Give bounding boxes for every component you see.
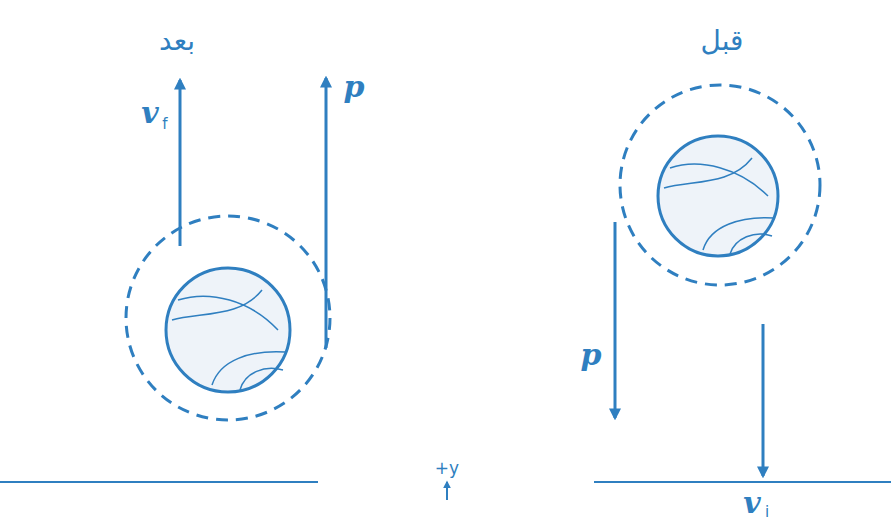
ground-line xyxy=(594,481,891,483)
ball xyxy=(658,136,778,256)
subscript: f xyxy=(162,115,167,133)
axis-label: +y xyxy=(435,458,459,478)
subscript: i xyxy=(765,503,769,521)
ground-line xyxy=(0,481,318,483)
velocity-arrow xyxy=(762,324,765,476)
velocity-symbol: v xyxy=(743,485,760,520)
axis-arrow xyxy=(446,482,448,500)
ball xyxy=(166,268,290,392)
velocity-symbol: v xyxy=(141,95,158,130)
momentum-symbol: p xyxy=(344,69,365,104)
momentum-symbol: p xyxy=(581,337,602,372)
panel-heading: قبل xyxy=(700,24,743,57)
panel-heading: بعد xyxy=(159,24,195,57)
velocity-arrow xyxy=(179,80,182,246)
momentum-arrow xyxy=(614,222,617,418)
momentum-arrow xyxy=(325,78,328,348)
system-boundary xyxy=(620,85,820,285)
system-boundary xyxy=(126,216,330,420)
